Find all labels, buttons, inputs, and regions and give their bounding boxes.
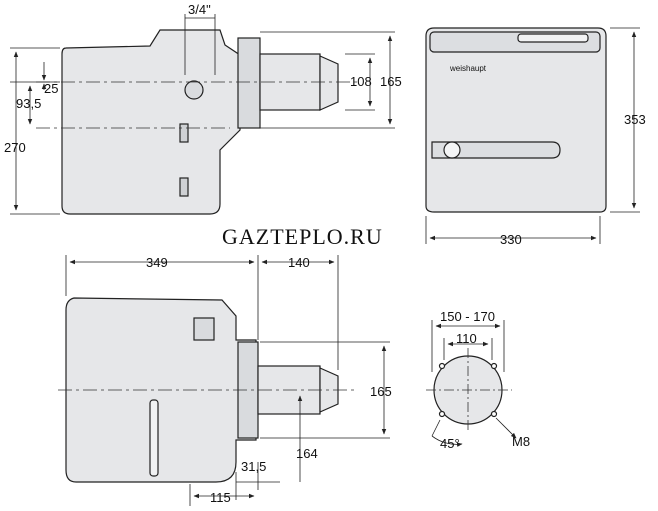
angle-45: 45° [440,436,460,451]
flange-center-lines [426,348,512,432]
dim-115: 115 [210,490,231,505]
inspection-window [193,317,215,341]
dim-353: 353 [624,112,646,127]
dim-108: 108 [350,74,372,89]
front-view-dimensions [425,27,640,244]
bolt-hole-bottom-right [490,410,498,418]
dim-165-bottom: 165 [370,384,392,399]
bolt-hole-bottom-left [438,410,446,418]
dim-thread-3-4: 3/4" [188,2,211,17]
side-view-dimensions [10,14,395,215]
bolt-hole-top-left [438,362,446,370]
dim-25: 25 [44,81,58,96]
front-view [425,27,607,213]
dim-165-top: 165 [380,74,402,89]
bolt-m8: M8 [512,434,530,449]
front-housing [425,27,607,213]
dim-93-5: 93,5 [16,96,41,111]
dim-110: 110 [456,331,477,346]
blast-tube-head [319,55,339,111]
side-view-center-lines [36,81,360,129]
side-view-top [61,29,339,215]
burner-housing-side [61,29,241,215]
bottom-view-dimensions [65,255,390,506]
reset-button [443,141,461,159]
front-control-strip [431,141,561,159]
side-vent-1 [179,123,189,143]
front-top-slot [517,33,589,43]
dim-349: 349 [146,255,168,270]
flange-plate [237,37,261,129]
fuel-connection [184,80,204,100]
dim-330: 330 [500,232,522,247]
air-slot [149,399,159,477]
dim-31-5: 31,5 [241,459,266,474]
flange-dimensions [431,320,517,447]
bolt-hole-top-right [490,362,498,370]
dim-150-170: 150 - 170 [440,309,495,324]
brand-logo: weishaupt [449,64,487,73]
side-vent-2 [179,177,189,197]
dim-164: 164 [296,446,318,461]
dim-270: 270 [4,140,26,155]
dim-140: 140 [288,255,310,270]
watermark: GAZTEPLO.RU [222,224,383,249]
